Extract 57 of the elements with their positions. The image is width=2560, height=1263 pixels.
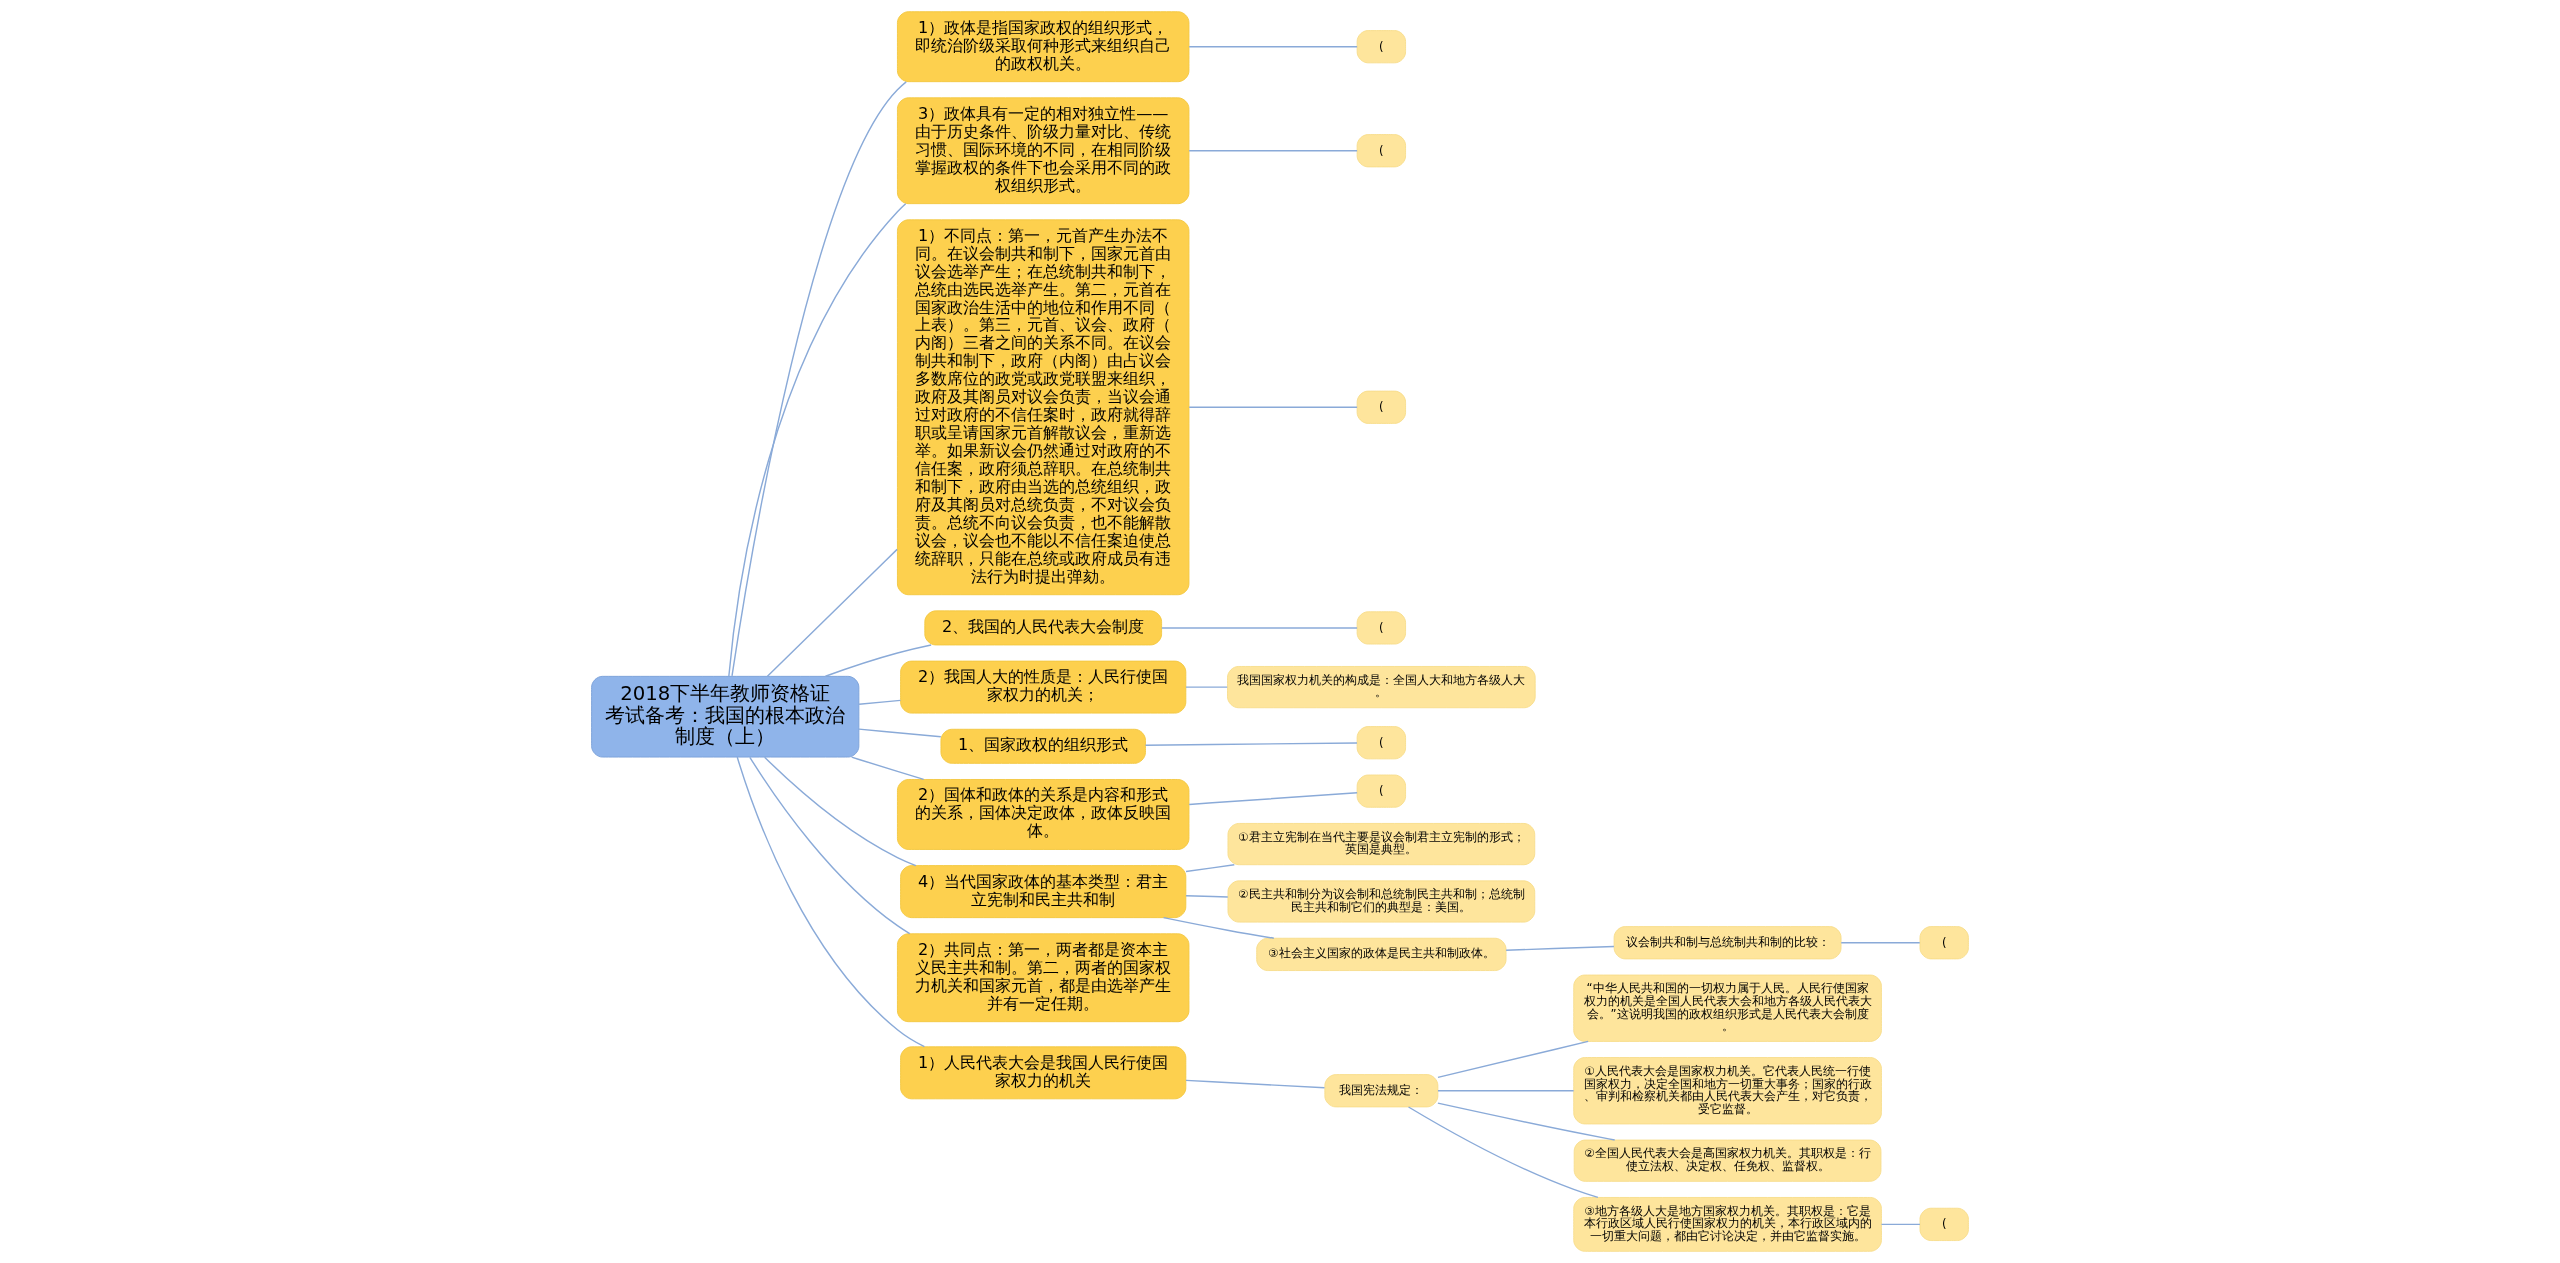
node-box: ①君主立宪制在当代主要是议会制君主立宪制的形式；英国是典型。: [1227, 823, 1536, 866]
node-box: ②民主共和制分为议会制和总统制民主共和制；总统制民主共和制它们的典型是：美国。: [1227, 880, 1536, 923]
node-box: 议会制共和制与总统制共和制的比较：: [1613, 926, 1842, 960]
node-box: (: [1356, 774, 1406, 808]
connector: [1188, 406, 1358, 408]
node-box: 1、国家政权的组织形式: [940, 728, 1146, 764]
connector: [1437, 1040, 1589, 1079]
node-box: 2）我国人大的性质是：人民行使国家权力的机关；: [900, 660, 1187, 714]
connector: [763, 756, 917, 867]
connector: [1840, 942, 1921, 944]
connector: [1188, 792, 1358, 806]
connector: [1162, 916, 1275, 939]
node-box: 3）政体具有一定的相对独立性——由于历史条件、阶级力量对比、传统习惯、国际环境的不同，在相同阶级掌握政权的条件下也会采用不同的政权组织形式。: [897, 97, 1190, 205]
node-box: (: [1356, 30, 1406, 64]
node-box: (: [1919, 1207, 1969, 1241]
node-box: (: [1919, 926, 1969, 960]
node-box: 2、我国的人民代表大会制度: [924, 610, 1163, 646]
node-box: 1）不同点：第一，元首产生办法不同。在议会制共和制下，国家元首由议会选举产生；在总统制共和制下，总统由选民选举产生。第二，元首在国家政治生活中的地位和作用不同（上表）。第三，元首、议会、政府（内阁）三者之间的关系不同。在议会制共和制下，政府（内阁）由占议会多数席位的政党或政党联盟来组织，政府及其阁员对议会负责，当议会通过对政府的不信任案时，政府就得辞职或呈请国家元首解散议会，重新选举。如果新议会仍然通过对政府的不信任案，政府须总辞职。在总统制共和制下，政府由当选的总统组织，政府及其阁员对总统负责，不对议会负责。总统不向议会负责，也不能解散议会，议会也不能以不信任案迫使总统辞职，只能在总统或政府成员有违法行为时提出弹劾。: [897, 219, 1190, 596]
node-box: “中华人民共和国的一切权力属于人民。人民行使国家权力的机关是全国人民代表大会和地方各级人民代表大会。”这说明我国的政权组织形式是人民代表大会制度。: [1573, 974, 1882, 1042]
node-box: (: [1356, 134, 1406, 168]
node-box: 1）政体是指国家政权的组织形式，即统治阶级采取何种形式来组织自己的政权机关。: [897, 11, 1190, 83]
connector: [1437, 1090, 1575, 1092]
connector: [1185, 686, 1228, 688]
node-box: ①人民代表大会是国家权力机关。它代表人民统一行使国家权力，决定全国和地方一切重大事务；国家的行政、审判和检察机关都由人民代表大会产生，对它负责，受它监督。: [1573, 1057, 1882, 1125]
connector: [1188, 150, 1358, 152]
connector: [858, 728, 942, 738]
connector: [1437, 1102, 1616, 1141]
node-box: ③社会主义国家的政体是民主共和制政体。: [1256, 937, 1507, 971]
node-box: (: [1356, 726, 1406, 760]
connector: [850, 756, 925, 781]
connector: [1188, 45, 1358, 48]
node-box: 2）共同点：第一，两者都是资本主义民主共和制。第二，两者的国家权力机关和国家元首，都是由选举产生并有一定任期。: [897, 933, 1190, 1023]
node-box: 2）国体和政体的关系是内容和形式的关系，国体决定政体，政体反映国体。: [897, 779, 1190, 850]
node-box: 4）当代国家政体的基本类型：君主立宪制和民主共和制: [900, 865, 1187, 919]
connector: [731, 81, 907, 677]
connector: [736, 756, 926, 1048]
connector: [824, 644, 932, 677]
connector: [766, 548, 898, 677]
connector: [1185, 864, 1235, 873]
node-box: ③地方各级人大是地方国家权力机关。其职权是：它是本行政区域人民行使国家权力的机关，本行政区域内的一切重大问题，都由它讨论决定，并由它监督实施。: [1573, 1197, 1882, 1252]
node-box: 1）人民代表大会是我国人民行使国家权力的机关: [900, 1046, 1187, 1100]
node-box: ②全国人民代表大会是高国家权力机关。其职权是：行使立法权、决定权、任免权、监督权。: [1573, 1139, 1882, 1182]
connector: [1161, 627, 1358, 629]
connector: [1880, 1223, 1921, 1226]
connector: [858, 699, 902, 705]
connector: [1185, 895, 1229, 898]
node-box: 我国国家权力机关的构成是：全国人大和地方各级人大。: [1227, 666, 1536, 709]
connector: [1185, 1079, 1326, 1089]
connector: [1144, 742, 1358, 746]
node-box: (: [1356, 611, 1406, 645]
node-box: 2018下半年教师资格证考试备考：我国的根本政治制度（上）: [591, 675, 860, 758]
connector: [1407, 1106, 1599, 1199]
connector: [1505, 945, 1615, 951]
connector: [749, 756, 911, 935]
node-box: (: [1356, 390, 1406, 424]
connector: [728, 203, 907, 677]
node-box: 我国宪法规定：: [1324, 1074, 1439, 1108]
